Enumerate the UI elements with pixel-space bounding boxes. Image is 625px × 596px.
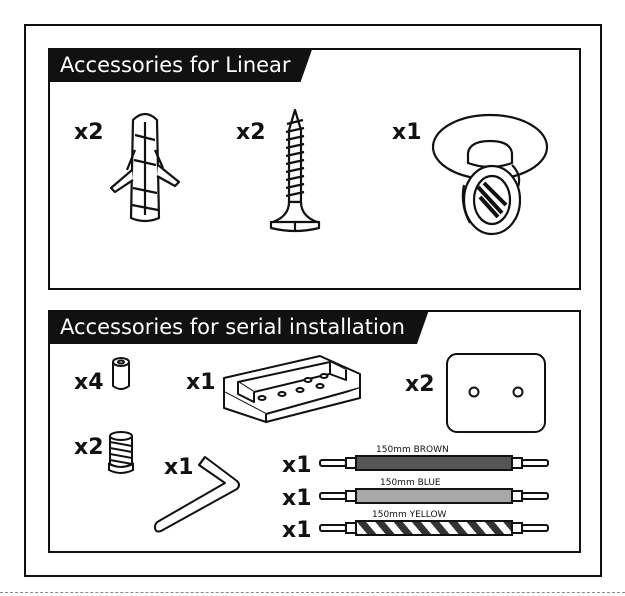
spacer-icon xyxy=(110,356,132,392)
spacer-quantity: x4 xyxy=(74,370,104,395)
hex-key-icon xyxy=(153,455,243,533)
wire-blue-quantity: x1 xyxy=(282,486,312,511)
suction-mount-icon xyxy=(430,105,550,240)
bracket-icon xyxy=(220,352,365,424)
wire-yellow-quantity: x1 xyxy=(282,518,312,543)
wire-blue-icon xyxy=(318,487,550,505)
set-screw-quantity: x2 xyxy=(74,435,104,460)
wire-brown-icon xyxy=(318,454,550,472)
plate-icon xyxy=(445,352,547,434)
linear-section-title: Accessories for Linear xyxy=(48,48,313,82)
wire-yellow-icon xyxy=(318,519,550,537)
wall-plug-quantity: x2 xyxy=(74,120,104,145)
plate-quantity: x2 xyxy=(405,372,435,397)
set-screw-icon xyxy=(105,430,137,476)
page-bottom-border xyxy=(0,592,625,593)
wall-plug-icon xyxy=(105,110,185,230)
screw-quantity: x2 xyxy=(236,120,266,145)
serial-section-title: Accessories for serial installation xyxy=(48,310,429,344)
wire-brown-quantity: x1 xyxy=(282,453,312,478)
screw-icon xyxy=(265,110,325,245)
suction-mount-quantity: x1 xyxy=(392,120,422,145)
bracket-quantity: x1 xyxy=(186,370,216,395)
